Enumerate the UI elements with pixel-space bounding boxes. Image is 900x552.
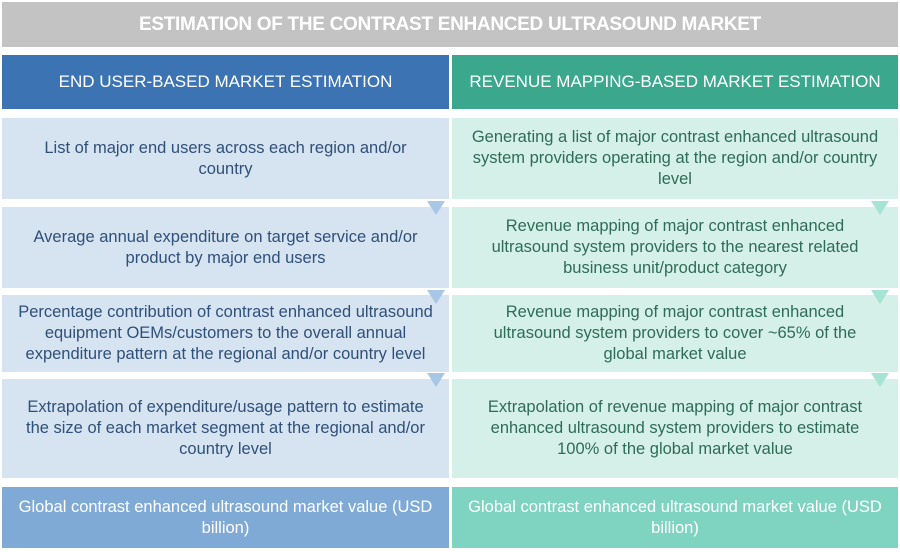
end-user-header: END USER-BASED MARKET ESTIMATION xyxy=(2,55,449,109)
left-step-4: Extrapolation of expenditure/usage patte… xyxy=(2,379,449,478)
right-step-2: Revenue mapping of major contrast enhanc… xyxy=(452,207,898,288)
arrow-down-icon xyxy=(427,373,445,387)
right-step-4: Extrapolation of revenue mapping of majo… xyxy=(452,379,898,478)
arrow-down-icon xyxy=(871,201,889,215)
arrow-down-icon xyxy=(871,290,889,304)
diagram-title: ESTIMATION OF THE CONTRAST ENHANCED ULTR… xyxy=(2,2,898,47)
left-step-3: Percentage contribution of contrast enha… xyxy=(2,295,449,372)
arrow-down-icon xyxy=(427,201,445,215)
right-step-3: Revenue mapping of major contrast enhanc… xyxy=(452,295,898,372)
arrow-down-icon xyxy=(427,290,445,304)
right-step-1: Generating a list of major contrast enha… xyxy=(452,118,898,199)
left-result: Global contrast enhanced ultrasound mark… xyxy=(2,487,449,548)
right-result: Global contrast enhanced ultrasound mark… xyxy=(452,487,898,548)
left-step-2: Average annual expenditure on target ser… xyxy=(2,207,449,288)
arrow-down-icon xyxy=(871,373,889,387)
left-step-1: List of major end users across each regi… xyxy=(2,118,449,199)
revenue-mapping-header: REVENUE MAPPING-BASED MARKET ESTIMATION xyxy=(452,55,898,109)
